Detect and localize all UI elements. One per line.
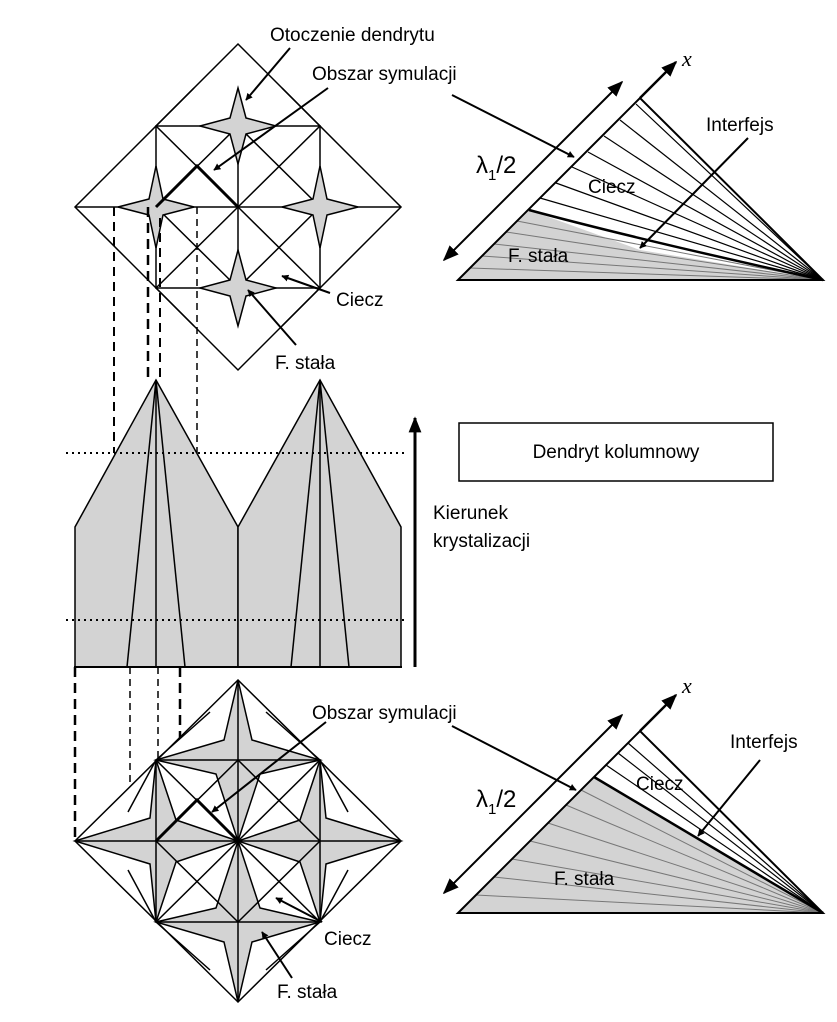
label-liquid-top-left: Ciecz: [336, 290, 384, 311]
simulation-area-bottom: [154, 797, 240, 843]
label-dendrite-surroundings: Otoczenie dendrytu: [270, 25, 435, 46]
label-solid-bottom-left: F. stała: [277, 982, 338, 1003]
interface-line-bottom: [593, 775, 824, 915]
columnar-dendrite-box: [458, 422, 774, 482]
x-axis-top: [639, 60, 678, 99]
simulation-domain-bottom: [442, 693, 826, 915]
simulation-area-top: [154, 163, 240, 209]
arrow-solid-bottom: [261, 931, 293, 979]
label-liquid-top-right: Ciecz: [588, 177, 636, 198]
label-solid-top-left: F. stała: [275, 353, 336, 374]
lambda-dimension-top: [442, 80, 624, 262]
arrow-to-axis-top: [451, 94, 575, 158]
label-x-axis-top: x: [681, 46, 692, 71]
arrow-liquid-top: [281, 274, 331, 294]
arrow-to-axis-bottom: [451, 725, 577, 791]
arrow-simulation-area-top: [213, 87, 329, 171]
label-liquid-bottom-right: Ciecz: [636, 774, 684, 795]
label-lambda-bottom: λ1/2: [476, 786, 516, 818]
columnar-dendrites: [66, 378, 404, 668]
arrow-interface-bottom: [697, 759, 761, 837]
label-solid-top-right: F. stała: [508, 246, 569, 267]
label-liquid-bottom-left: Ciecz: [324, 929, 372, 950]
lambda-dimension-bottom: [442, 713, 624, 895]
dendrite-star: [197, 247, 279, 329]
label-x-axis-bottom: x: [681, 673, 692, 698]
label-interface-top: Interfejs: [706, 115, 774, 136]
label-columnar-dendrite: Dendryt kolumnowy: [533, 442, 700, 463]
label-solid-bottom-right: F. stała: [554, 869, 615, 890]
label-lambda-top: λ1/2: [476, 152, 516, 184]
label-simulation-area-top: Obszar symulacji: [312, 64, 457, 85]
arrow-liquid-bottom: [275, 897, 323, 923]
dendrite-star: [281, 165, 359, 249]
arrow-interface-top: [639, 137, 749, 249]
dendrite-star: [197, 85, 279, 167]
label-interface-bottom: Interfejs: [730, 732, 798, 753]
arrow-simulation-area-bottom: [211, 721, 327, 813]
outer-diamond-top: [73, 42, 403, 372]
arrow-dendrite-surroundings: [245, 47, 291, 101]
label-growth-direction-2: krystalizacji: [433, 531, 530, 552]
label-simulation-area-bottom: Obszar symulacji: [312, 703, 457, 724]
projection-lines: [73, 207, 198, 838]
simulation-domain-top: [442, 60, 826, 282]
arrow-solid-top: [247, 289, 297, 346]
label-growth-direction-1: Kierunek: [433, 503, 508, 524]
x-axis-bottom: [639, 693, 678, 732]
